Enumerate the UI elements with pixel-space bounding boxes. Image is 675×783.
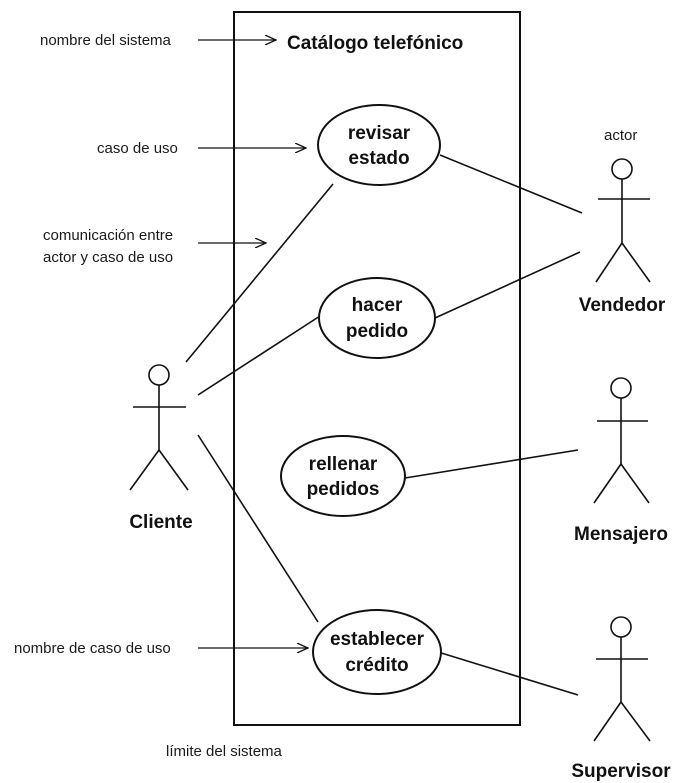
link-cliente-establecer (197, 434, 319, 623)
link-hacer-vendedor (434, 251, 581, 319)
actor-head (610, 377, 632, 399)
link-establecer-supervisor (437, 651, 579, 696)
actor-label-mensajero: Mensajero (574, 524, 668, 545)
actor-label-vendedor: Vendedor (579, 295, 666, 316)
use-case-label-line2: pedido (346, 321, 408, 342)
actor-supervisor (593, 616, 651, 742)
annotation-actor: actor (604, 127, 637, 144)
link-cliente-hacer (197, 315, 321, 396)
use-case-revisar-estado: revisar estado (317, 104, 441, 186)
link-cliente-revisar (185, 183, 334, 363)
use-case-label-line1: revisar (348, 123, 411, 144)
annotation-system-name: nombre del sistema (40, 32, 172, 49)
actor-cliente (129, 364, 189, 491)
use-case-label-line1: hacer (352, 295, 403, 316)
use-case-label-line2: pedidos (307, 479, 380, 500)
actor-mensajero (593, 377, 650, 504)
actor-head (611, 158, 633, 180)
actor-label-cliente: Cliente (129, 512, 192, 533)
link-revisar-vendedor (439, 154, 583, 214)
link-rellenar-mensajero (404, 449, 579, 479)
annotation-system-boundary: límite del sistema (166, 743, 283, 760)
annotation-use-case-name: nombre de caso de uso (14, 640, 171, 657)
annotation-use-case: caso de uso (97, 140, 178, 157)
use-case-label-line1: rellenar (309, 454, 378, 475)
actor-label-supervisor: Supervisor (571, 761, 671, 782)
use-case-establecer-credito: establecer crédito (312, 609, 442, 695)
use-case-hacer-pedido: hacer pedido (318, 277, 436, 359)
system-boundary (233, 11, 521, 726)
use-case-label-line1: establecer (330, 629, 425, 650)
actor-vendedor (595, 158, 651, 283)
communication-lines (185, 154, 583, 696)
actor-head (148, 364, 170, 386)
actor-head (610, 616, 632, 638)
use-case-label-line2: estado (348, 148, 409, 169)
use-case-rellenar-pedidos: rellenar pedidos (280, 435, 406, 517)
use-case-label-line2: crédito (345, 655, 408, 676)
annotation-communication-2: actor y caso de uso (43, 249, 173, 266)
system-title: Catálogo telefónico (287, 33, 463, 54)
annotation-communication-1: comunicación entre (43, 227, 173, 244)
